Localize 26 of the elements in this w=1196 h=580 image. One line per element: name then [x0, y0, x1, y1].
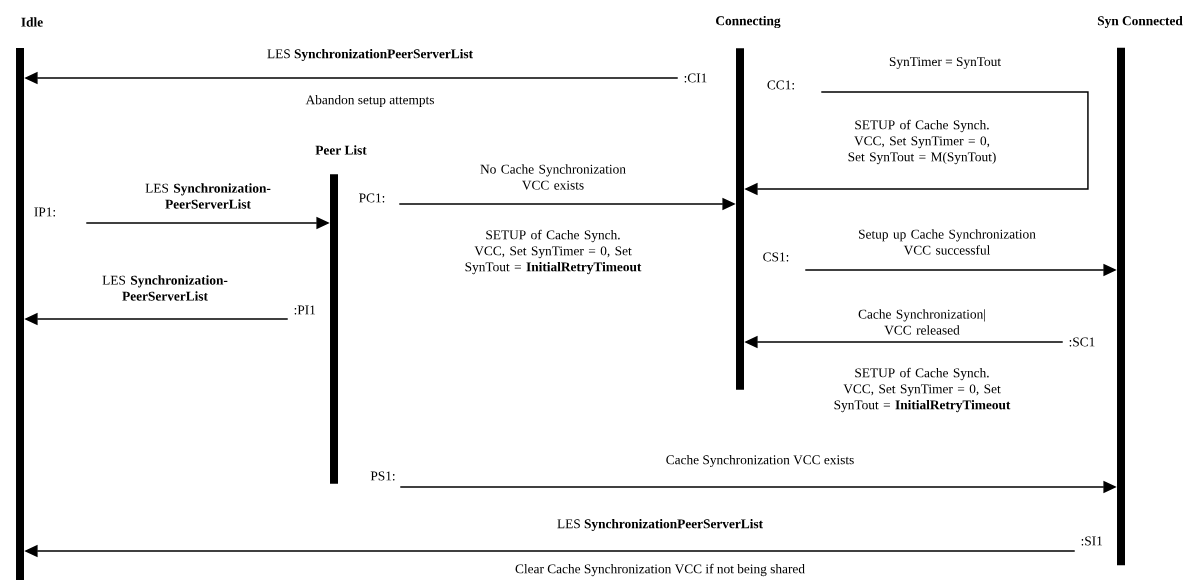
transition-text: Clear Cache Synchronization VCC if not being shared — [515, 563, 805, 577]
node-label: Peer List — [315, 145, 367, 155]
transition-text: SETUP of Cache Synch. VCC, Set SynTimer = 0, Set SynTout = InitialRetryTimeout — [834, 367, 1011, 413]
transition-text: SETUP of Cache Synch. VCC, Set SynTimer = 0, Set SynTout = InitialRetryTimeout — [465, 229, 642, 275]
transition-text: Abandon setup attempts — [305, 94, 434, 108]
transition-text: PS1: — [370, 471, 395, 481]
transition-text: SETUP of Cache Synch. VCC, Set SynTimer = 0, Set SynTout = M(SynTout) — [848, 119, 996, 165]
transition-text: :SI1 — [1081, 536, 1103, 546]
edge-label: LES Synchronization-PeerServerList — [102, 275, 228, 301]
edge-label: Setup up Cache Synchronization VCC successful — [859, 229, 1036, 255]
node-label: Syn Connected — [1097, 15, 1183, 29]
edge-label: Cache Synchronization VCC exists — [666, 454, 854, 468]
transition-text: PC1: — [359, 193, 385, 203]
edge-label: SynTimer = SynTout — [889, 57, 1001, 69]
edge-label: LES SynchronizationPeerServerList — [557, 518, 763, 532]
node-label: Idle — [21, 17, 43, 27]
edge-label: No Cache Synchronization VCC exists — [480, 164, 626, 190]
edge-label: LES SynchronizationPeerServerList — [267, 48, 473, 62]
transition-text: :SC1 — [1069, 337, 1095, 347]
transition-text: :CI1 — [684, 73, 707, 83]
node-label: Connecting — [716, 15, 781, 29]
transition-text: CC1: — [767, 80, 794, 90]
edge-label: Cache Synchronization| VCC released — [858, 309, 985, 335]
transition-text: CS1: — [763, 252, 789, 262]
transition-text: :PI1 — [294, 305, 316, 315]
edge-label: LES Synchronization-PeerServerList — [145, 183, 271, 209]
